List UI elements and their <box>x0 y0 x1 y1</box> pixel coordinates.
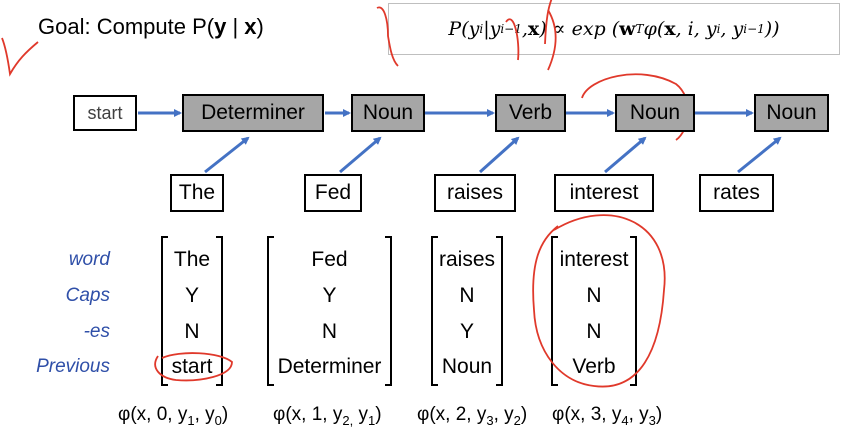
row-label-word: word <box>68 249 110 270</box>
start-node: start <box>73 95 137 131</box>
tag-node-noun-1: Noun <box>351 94 425 132</box>
feature-word: interest <box>559 248 629 271</box>
feature-word: raises <box>438 248 496 271</box>
feature-word: The <box>173 248 211 271</box>
vector-brackets <box>161 236 637 386</box>
word-node-interest: interest <box>554 174 654 212</box>
feature-previous: Determiner <box>277 355 382 378</box>
feature-es: N <box>321 320 338 343</box>
row-label-es: -es <box>83 321 110 342</box>
feature-word: Fed <box>311 248 348 271</box>
page-title: Goal: Compute P(y | x) <box>38 14 264 39</box>
feature-es: N <box>586 320 602 343</box>
feature-previous: Noun <box>441 355 493 378</box>
arrow-fed <box>339 136 382 174</box>
arrow-the <box>204 136 250 174</box>
feature-previous: start <box>171 355 213 378</box>
arrow-raises <box>478 136 520 174</box>
arrow-interest <box>604 136 647 174</box>
tag-node-determiner: Determiner <box>182 94 324 132</box>
word-node-the: The <box>170 174 224 212</box>
feature-caps: Y <box>184 284 199 307</box>
feature-caps: N <box>586 284 602 307</box>
phi-label-1: φ(x, 1, y2, y1) <box>273 404 382 428</box>
feature-es: Y <box>459 320 474 343</box>
arrow-rates <box>737 136 782 174</box>
tag-node-noun-3: Noun <box>754 94 829 132</box>
word-node-fed: Fed <box>304 174 362 212</box>
handwritten-annotations <box>1 0 689 388</box>
feature-previous: Verb <box>572 355 616 378</box>
phi-label-2: φ(x, 2, y3, y2) <box>417 404 528 428</box>
tag-node-verb: Verb <box>495 94 566 132</box>
row-label-caps: Caps <box>65 285 110 306</box>
row-label-previous: Previous <box>36 356 110 377</box>
feature-es: N <box>184 320 200 343</box>
word-node-raises: raises <box>434 174 516 212</box>
feature-caps: Y <box>322 284 337 307</box>
tag-node-noun-2: Noun <box>615 94 695 132</box>
word-node-rates: rates <box>699 174 774 212</box>
feature-caps: N <box>459 284 475 307</box>
phi-label-0: φ(x, 0, y1, y0) <box>118 404 229 428</box>
phi-label-3: φ(x, 3, y4, y3) <box>552 404 663 428</box>
